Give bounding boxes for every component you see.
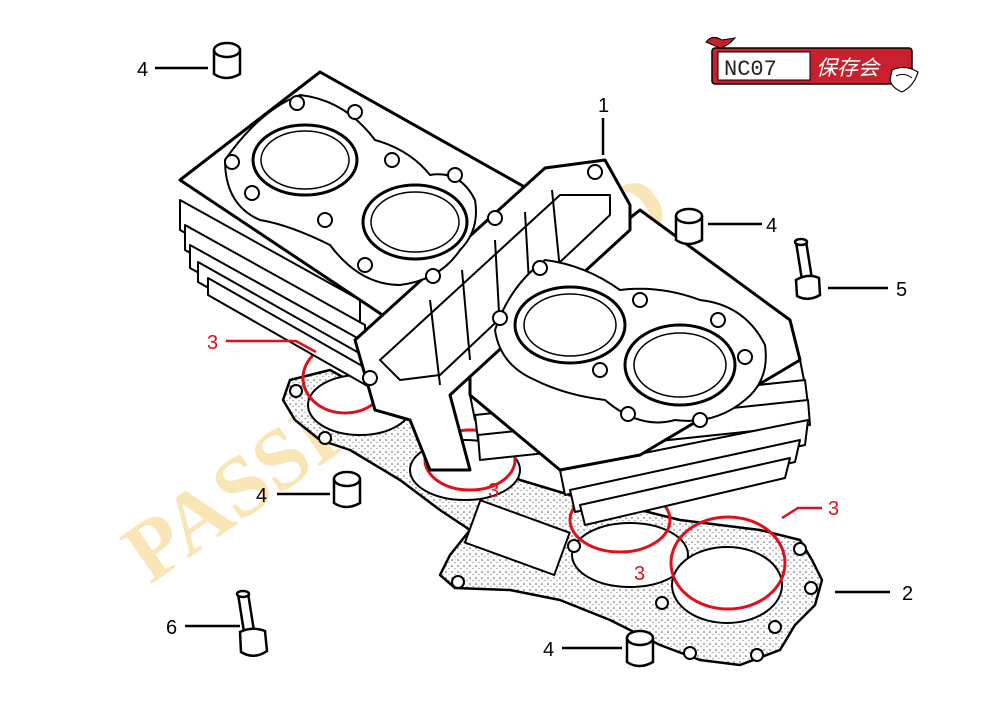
- callout-5: 5: [896, 279, 907, 301]
- callout-4d: 4: [543, 639, 554, 661]
- dowel-pin-2: [674, 207, 704, 246]
- dowel-pins: [212, 41, 704, 668]
- cylinder-block: [178, 70, 811, 526]
- callout-6: 6: [166, 617, 177, 639]
- bolt-6: [235, 589, 269, 657]
- callout-labels: 1 2 3 3 3 3 4 4 4 4 5 6: [137, 59, 913, 661]
- logo-club-name: 保存会: [816, 56, 881, 80]
- cylinder-base-gasket: [281, 368, 824, 667]
- club-logo: NC07 保存会: [705, 36, 919, 93]
- leader-lines: [155, 66, 890, 650]
- callout-2: 2: [902, 583, 913, 605]
- dowel-pin-4: [625, 629, 655, 668]
- o-rings: [301, 341, 787, 611]
- callout-1: 1: [598, 95, 609, 117]
- dowel-pin-1: [212, 41, 242, 80]
- callout-3c: 3: [634, 563, 645, 585]
- o-ring-4: [669, 515, 787, 611]
- dowel-pin-3: [332, 470, 362, 509]
- bolt-5: [793, 237, 822, 300]
- callout-4b: 4: [766, 215, 777, 237]
- callout-3a: 3: [207, 332, 218, 354]
- callout-4a: 4: [137, 59, 148, 81]
- callout-4c: 4: [256, 485, 267, 507]
- callout-3b: 3: [488, 480, 499, 502]
- callout-3d: 3: [828, 498, 839, 520]
- logo-model-code: NC07: [724, 57, 777, 82]
